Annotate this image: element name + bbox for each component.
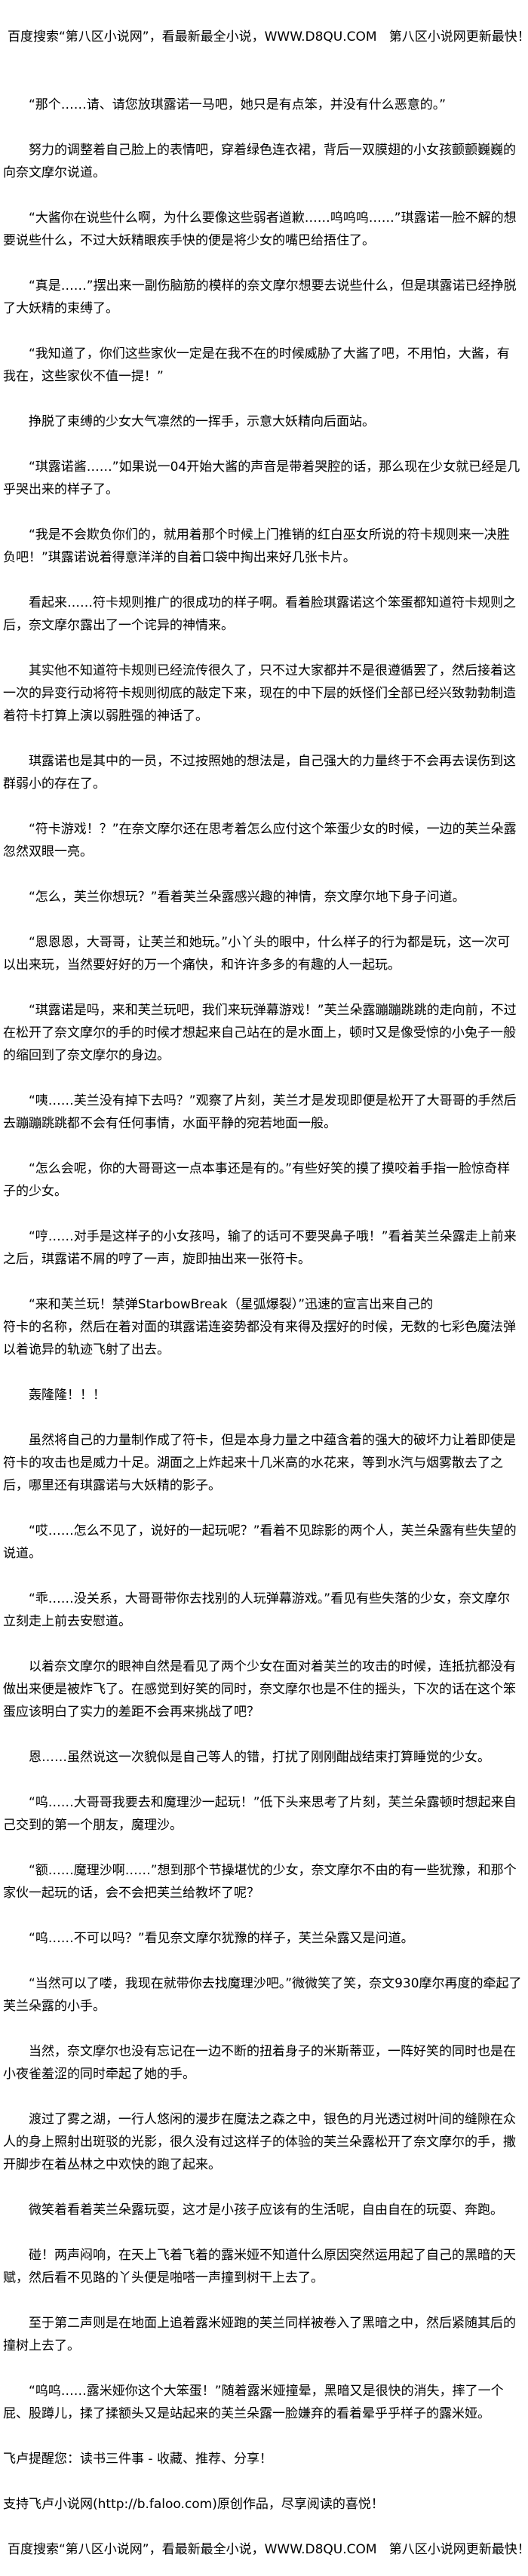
story-paragraph: 努力的调整着自己脸上的表情吧，穿着绿色连衣裙，背后一双膜翅的小女孩颤颤巍巍的向奈… xyxy=(3,143,516,180)
story-paragraph: “琪露诺是吗，来和芙兰玩吧，我们来玩弹幕游戏！”芙兰朵露蹦蹦跳跳的走向前，不过在… xyxy=(3,1003,517,1063)
story-paragraph: “咦……芙兰没有掉下去吗？”观察了片刻，芙兰才是发现即便是松开了大哥哥的手然后去… xyxy=(3,1093,517,1131)
story-paragraph: 虽然将自己的力量制作成了符卡，但是本身力量之中蕴含着的强大的破坏力让着即使是符卡… xyxy=(3,1433,516,1493)
story-paragraph: “那个……请、请您放琪露诺一马吧，她只是有点笨，并没有什么恶意的。” xyxy=(29,97,447,112)
story-paragraph: “来和芙兰玩！禁弹StarbowBreak（星弧爆裂）”迅速的宣言出来自己的 符… xyxy=(3,1297,516,1357)
story-paragraph: “我是不会欺负你们的，就用着那个时候上门推销的红白巫女所说的符卡规则来一决胜负吧… xyxy=(3,527,510,565)
story-paragraph: “呜呜……露米娅你这个大笨蛋！”随着露米娅撞晕，黑暗又是很快的消失，摔了一个屁、… xyxy=(3,2384,504,2421)
site-banner-top: 百度搜索“第八区小说网”，看最新最全小说，WWW.D8QU.COM 第八区小说网… xyxy=(8,29,528,45)
reading-reminder: 飞卢提醒您：读书三件事 - 收藏、推荐、分享！ xyxy=(3,2452,272,2467)
story-paragraph: “真是……”摆出来一副伤脑筋的模样的奈文摩尔想要去说些什么，但是琪露诺已经挣脱了… xyxy=(3,278,517,316)
story-paragraph: 至于第二声则是在地面上追着露米娅跑的芙兰同样被卷入了黑暗之中，然后紧随其后的撞树… xyxy=(3,2316,516,2353)
chapter-text: “那个……请、请您放琪露诺一马吧，她只是有点笨，并没有什么恶意的。” 努力的调整着… xyxy=(3,94,522,2425)
story-paragraph: “哼……对手是这样子的小女孩吗，输了的话可不要哭鼻子哦！”看着芙兰朵露走上前来之… xyxy=(3,1229,517,1267)
story-paragraph: “呜……大哥哥我要去和魔理沙一起玩！”低下头来思考了片刻，芙兰朵露顿时想起来自己… xyxy=(3,1795,517,1833)
story-paragraph: 渡过了雾之湖，一行人悠闲的漫步在魔法之森之中，银色的月光透过树叶间的缝隙在众人的… xyxy=(3,2112,516,2172)
story-paragraph: “乖……没关系，大哥哥带你去找别的人玩弹幕游戏。”看见有些失落的少女，奈文摩尔立… xyxy=(3,1591,511,1629)
story-paragraph: 其实他不知道符卡规则已经流传很久了，只不过大家都并不是很遵循罢了，然后接着这一次… xyxy=(3,663,516,724)
story-paragraph: “怎么会呢，你的大哥哥这一点本事还是有的。”有些好笑的摸了摸咬着手指一脸惊奇样子… xyxy=(3,1161,511,1199)
story-paragraph: “大酱你在说些什么啊，为什么要像这些弱者道歉……呜呜呜……”琪露诺一脸不解的想要… xyxy=(3,211,517,248)
story-paragraph: “琪露诺酱……”如果说一04开始大酱的声音是带着哭腔的话，那么现在少女就已经是几… xyxy=(3,460,520,497)
story-paragraph: “当然可以了喽，我现在就带你去找魔理沙吧。”微微笑了笑，奈文930摩尔再度的牵起… xyxy=(3,1976,522,2014)
site-banner-bottom: 百度搜索“第八区小说网”，看最新最全小说，WWW.D8QU.COM 第八区小说网… xyxy=(8,2542,528,2557)
story-paragraph: 轰隆隆！！！ xyxy=(29,1388,106,1403)
story-paragraph: “恩恩恩，大哥哥，让芙兰和她玩。”小丫头的眼中，什么样子的行为都是玩，这一次可以… xyxy=(3,935,511,973)
story-paragraph: 琪露诺也是其中的一员，不过按照她的想法是，自己强大的力量终于不会再去误伤到这群弱… xyxy=(3,754,516,792)
story-paragraph: “符卡游戏！？”在奈文摩尔还在思考着怎么应付这个笨蛋少女的时候，一边的芙兰朵露忽… xyxy=(3,822,517,859)
story-paragraph: 以着奈文摩尔的眼神自然是看见了两个少女在面对着芙兰的攻击的时候，连抵抗都没有做出… xyxy=(3,1659,516,1720)
support-notice: 支持飞卢小说网(http://b.faloo.com)原创作品，尽享阅读的喜悦！ xyxy=(3,2497,384,2512)
story-paragraph: 挣脱了束缚的少女大气凛然的一挥手，示意大妖精向后面站。 xyxy=(29,414,375,429)
story-paragraph: 看起来……符卡规则推广的很成功的样子啊。看着脸琪露诺这个笨蛋都知道符卡规则之后，… xyxy=(3,595,516,633)
story-paragraph: 恩……虽然说这一次貌似是自己等人的错，打扰了刚刚酣战结束打算睡觉的少女。 xyxy=(29,1750,490,1765)
story-paragraph: “怎么，芙兰你想玩？”看着芙兰朵露感兴趣的神情，奈文摩尔地下身子问道。 xyxy=(29,890,465,905)
story-paragraph: 碰！两声闷响，在天上飞着飞着的露米娅不知道什么原因突然运用起了自己的黑暗的天赋，… xyxy=(3,2248,516,2286)
story-paragraph: 当然，奈文摩尔也没有忘记在一边不断的扭着身子的米斯蒂亚，一阵好笑的同时也是在小夜… xyxy=(3,2044,516,2082)
story-paragraph: “哎……怎么不见了，说好的一起玩呢？”看着不见踪影的两个人，芙兰朵露有些失望的说… xyxy=(3,1523,517,1561)
story-paragraph: “额……魔理沙啊……”想到那个节操堪忧的少女，奈文摩尔不由的有一些犹豫，和那个家… xyxy=(3,1863,517,1901)
story-paragraph: 微笑着看着芙兰朵露玩耍，这才是小孩子应该有的生活呢，自由自在的玩耍、奔跑。 xyxy=(29,2203,503,2218)
story-paragraph: “我知道了，你们这些家伙一定是在我不在的时候威胁了大酱了吧，不用怕，大酱，有我在… xyxy=(3,346,510,384)
story-paragraph: “呜……不可以吗？”看见奈文摩尔犹豫的样子，芙兰朵露又是问道。 xyxy=(29,1931,414,1946)
